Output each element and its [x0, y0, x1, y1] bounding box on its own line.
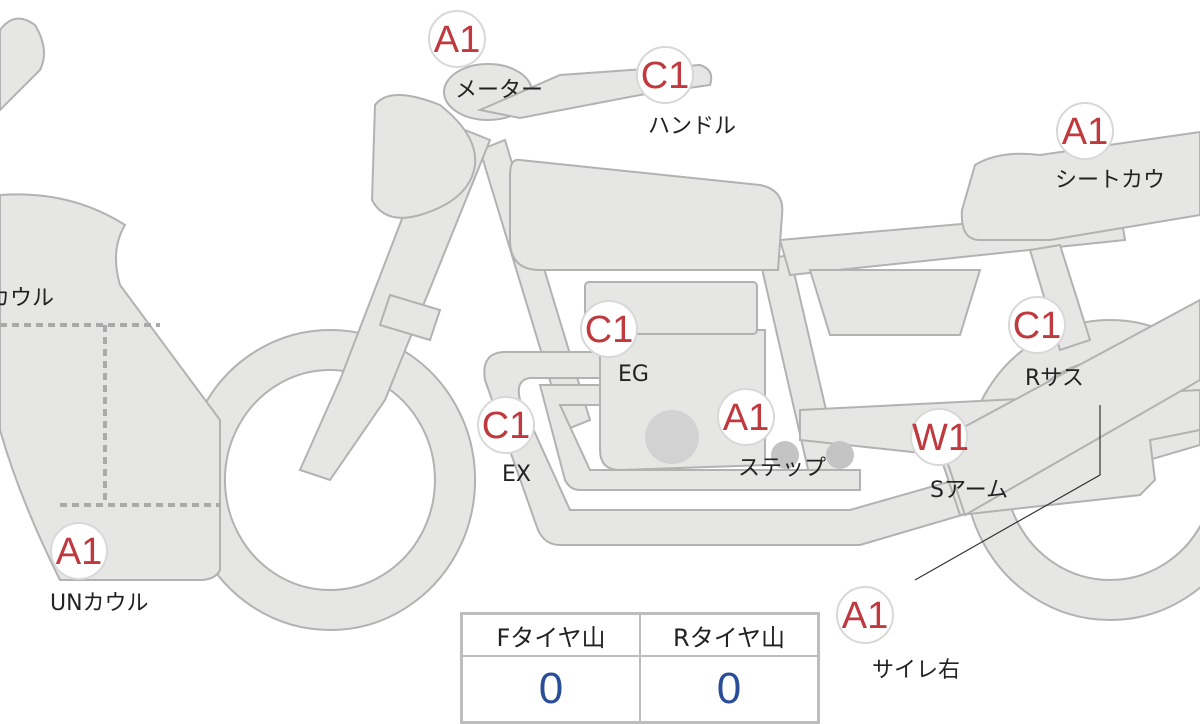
front-wheel: [184, 329, 477, 631]
seat-cowl-label: シートカウ: [1055, 168, 1166, 193]
r-sus-label: Rサス: [1025, 366, 1084, 391]
meter-label: メーター: [455, 78, 544, 103]
handle-grade-badge[interactable]: C1: [636, 46, 694, 104]
s-arm-label: Sアーム: [930, 478, 1008, 503]
step-label: ステップ: [738, 456, 827, 481]
front-cowl: [0, 193, 221, 581]
engine-cover: [645, 410, 699, 464]
ex-grade-badge[interactable]: C1: [477, 396, 535, 454]
windscreen: [0, 17, 45, 112]
silencer: [938, 298, 1200, 517]
front-tire-value: 0: [460, 655, 641, 724]
step-peg-2: [826, 441, 854, 469]
cowl-label: カウル: [0, 286, 55, 311]
exhaust-pipe-2: [538, 384, 861, 491]
silencer-right-label: サイレ右: [872, 658, 961, 683]
ex-label: EX: [502, 462, 531, 487]
silencer-right-grade-badge[interactable]: A1: [836, 586, 894, 644]
tire-tread-table: Fタイヤ山 Rタイヤ山 0 0: [460, 612, 820, 724]
under-cowl-label: UNカウル: [50, 591, 149, 616]
front-tire-header: Fタイヤ山: [460, 612, 641, 657]
handle-label: ハンドル: [648, 114, 737, 139]
step-grade-badge[interactable]: A1: [717, 388, 775, 446]
s-arm-grade-badge[interactable]: W1: [910, 408, 969, 466]
cowl-dotted-lines: [0, 323, 220, 507]
eg-grade-badge[interactable]: C1: [580, 300, 638, 358]
rear-tire-header: Rタイヤ山: [639, 612, 820, 657]
fuel-tank: [509, 158, 784, 271]
step-peg: [771, 441, 799, 469]
rear-tire-value: 0: [639, 655, 820, 724]
meter-grade-badge[interactable]: A1: [428, 10, 486, 68]
headlight: [370, 94, 477, 219]
seat: [960, 130, 1200, 241]
side-cover: [808, 269, 982, 336]
r-sus-grade-badge[interactable]: C1: [1008, 296, 1066, 354]
fork-clamp: [378, 293, 442, 342]
silencer-leader-line: [914, 405, 1101, 581]
eg-label: EG: [618, 362, 649, 387]
under-cowl-grade-badge[interactable]: A1: [50, 522, 108, 580]
seat-cowl-grade-badge[interactable]: A1: [1056, 102, 1114, 160]
